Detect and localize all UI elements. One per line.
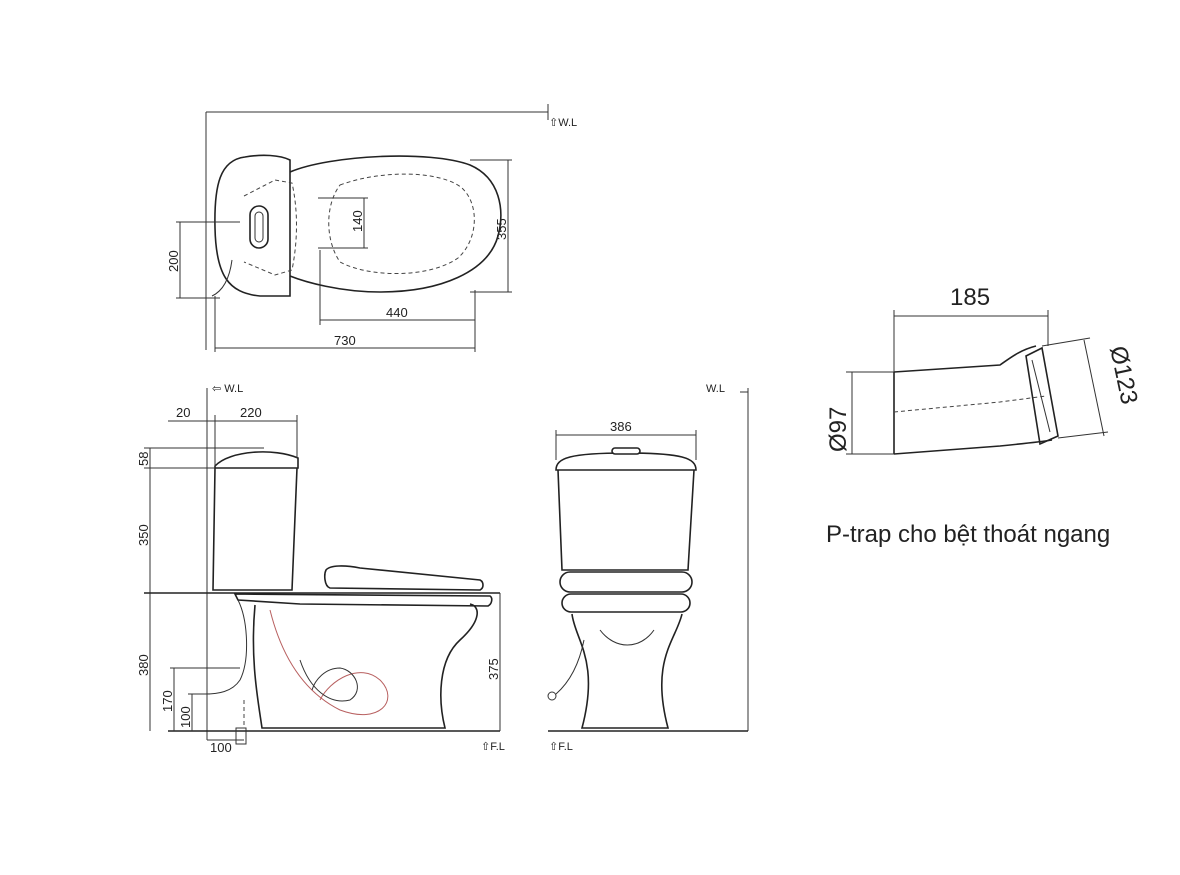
top-view: ⇧W.L 200 140 355 440 <box>166 104 577 352</box>
seat-ring-front <box>561 593 691 613</box>
inlet-hose-front <box>555 639 585 695</box>
tank-front <box>557 469 695 571</box>
dim-diameter-123: Ø123 <box>1104 344 1143 407</box>
p-trap-bottom-edge <box>893 439 1053 455</box>
dim-386: 386 <box>610 419 632 434</box>
dim-line-d123 <box>1083 339 1105 437</box>
dim-185: 185 <box>950 284 990 311</box>
trapway-outline <box>269 609 389 715</box>
pedestal-front <box>571 613 683 729</box>
dim-170: 170 <box>160 690 175 712</box>
dim-ext-d123a <box>1041 337 1091 347</box>
flush-button-inner <box>254 211 264 243</box>
inlet-hose-top <box>211 259 233 297</box>
dim-diameter-97: Ø97 <box>825 407 852 452</box>
outlet-pipe <box>235 727 247 745</box>
p-trap-caption: P-trap cho bệt thoát ngang <box>826 521 1110 548</box>
pedestal-curve <box>599 629 655 646</box>
dim-20: 20 <box>176 405 190 420</box>
dim-ext-d123b <box>1057 431 1109 439</box>
wl-label-side: ⇦ W.L <box>212 383 243 395</box>
dim-220: 220 <box>240 405 262 420</box>
dim-730: 730 <box>334 333 356 348</box>
p-trap-collar-inner <box>1031 359 1051 433</box>
fl-label-side: ⇧F.L <box>481 741 505 753</box>
p-trap-collar <box>1025 346 1059 446</box>
dim-58: 58 <box>136 452 151 466</box>
flush-button-front <box>611 447 641 455</box>
p-trap-detail: 185 Ø97 Ø123 P-trap cho bệt thoát ngang <box>825 284 1143 548</box>
dim-140: 140 <box>350 210 365 232</box>
side-view: ⇦ W.L ⇧F.L 20 220 58 350 380 <box>136 383 505 755</box>
trapway-inner <box>299 659 358 702</box>
hose-connector <box>547 691 557 701</box>
dim-375: 375 <box>486 658 501 680</box>
fl-label-front: ⇧F.L <box>549 741 573 753</box>
front-view: W.L ⇧F.L 386 <box>547 383 749 753</box>
bowl-top <box>289 155 502 293</box>
dim-350: 350 <box>136 524 151 546</box>
seat-lid-front <box>559 571 693 593</box>
tank-top <box>214 154 291 297</box>
dim-100-horizontal: 100 <box>210 740 232 755</box>
wl-label-front: W.L <box>706 383 725 395</box>
p-trap-top-edge <box>893 345 1037 373</box>
seat-ring-side <box>233 593 493 607</box>
inlet-hose-side <box>204 599 247 695</box>
tank-inner-dashed <box>243 179 297 276</box>
wl-label-top: ⇧W.L <box>549 117 577 129</box>
seat-lid-side <box>324 565 484 591</box>
dim-380: 380 <box>136 654 151 676</box>
dim-440: 440 <box>386 305 408 320</box>
dim-200: 200 <box>166 250 181 272</box>
dim-355: 355 <box>494 218 509 240</box>
p-trap-centerline <box>893 395 1047 413</box>
bowl-body-side <box>252 603 478 729</box>
dim-100-vertical: 100 <box>178 706 193 728</box>
tank-lid-front <box>555 452 697 471</box>
flush-button-top <box>249 205 269 249</box>
tank-lid-side <box>214 451 299 469</box>
tank-side <box>212 467 298 591</box>
bowl-inner-dashed <box>328 173 475 274</box>
